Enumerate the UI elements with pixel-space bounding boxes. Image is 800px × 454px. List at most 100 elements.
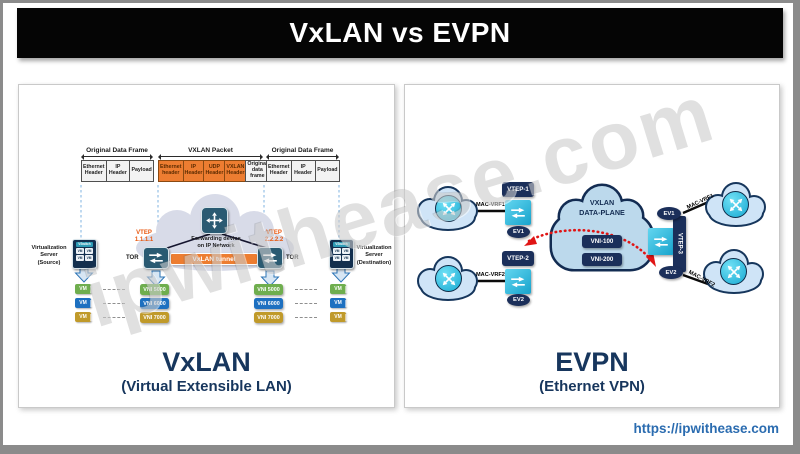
- vm-cell: VM: [85, 248, 93, 254]
- vxlan-title: VxLAN: [162, 347, 251, 377]
- vtep3-switch-icon: [648, 228, 674, 255]
- site-router-top-left-icon: [435, 195, 462, 222]
- span-arrow: [266, 153, 339, 160]
- tor-right-label: TOR: [286, 255, 299, 261]
- dash-connector: [295, 317, 317, 318]
- packet-field: IP Header: [290, 160, 316, 182]
- dash-connector: [103, 289, 125, 290]
- vm-tag: VM: [330, 312, 349, 322]
- vni-box: VNI 6000: [254, 298, 283, 309]
- switch-arrows-icon: [508, 274, 528, 290]
- tor-switch-right-icon: [257, 247, 283, 269]
- vni-box: VNI 5000: [140, 284, 169, 295]
- ev2-oval-left: EV2: [507, 294, 530, 306]
- packet-field: Ethernet Header: [266, 160, 292, 182]
- packet-field: Ethernet Header: [81, 160, 107, 182]
- packet-field: Payload: [314, 160, 340, 182]
- site-router-bottom-left-icon: [435, 265, 462, 292]
- server-source-label: Virtualization Server (Source): [31, 245, 67, 266]
- vm-tag: VM: [330, 298, 349, 308]
- span-arrow: [158, 153, 263, 160]
- vswitch-label: VSwitch: [333, 242, 350, 247]
- server-destination-label: Virtualization Server (Destination): [356, 245, 392, 266]
- vni-100-box: VNI-100: [582, 235, 622, 248]
- site-url-link[interactable]: https://ipwithease.com: [633, 421, 779, 436]
- vni-box: VNI 7000: [254, 312, 283, 323]
- tor-left-label: TOR: [126, 255, 139, 261]
- dash-connector: [103, 317, 125, 318]
- diagonal-arrows-icon: [726, 195, 746, 215]
- vtep1-box: VTEP-1: [502, 182, 534, 197]
- vm-cell: VM: [342, 255, 350, 261]
- diagonal-arrows-icon: [724, 262, 744, 282]
- vm-tag: VM: [75, 284, 94, 294]
- ev1-oval-right: EV1: [657, 207, 681, 220]
- evpn-subtitle: (Ethernet VPN): [539, 378, 645, 395]
- virtualization-server-source-icon: VSwitch VM VM VM VM: [72, 239, 97, 269]
- original-frame-group-left: Original Data Frame Ethernet Header IP H…: [81, 147, 154, 182]
- group-label: Original Data Frame: [271, 147, 334, 154]
- ev2-oval-right: EV2: [659, 266, 683, 279]
- vxlan-panel: Original Data Frame Ethernet Header IP H…: [18, 84, 395, 408]
- evpn-panel: VTEP-1 EV1 MAC-VRF1 VTEP-2 EV2 MAC-VRF2 …: [404, 84, 780, 408]
- vtep3-bar: VTEP-3: [673, 216, 686, 272]
- forwarding-device-label: Forwarding device on IP Network: [191, 236, 241, 249]
- vswitch-label: VSwitch: [76, 242, 93, 247]
- vtep1-switch-icon: [505, 200, 531, 225]
- packet-field: UDP Header: [203, 160, 226, 182]
- span-arrow: [81, 153, 153, 160]
- diagonal-arrows-icon: [439, 269, 459, 289]
- vtep-right-label: VTEP 2.2.2.2: [264, 230, 284, 244]
- tor-switch-left-icon: [143, 247, 169, 269]
- four-way-arrows-icon: [205, 211, 224, 230]
- vtep3-label: VTEP-3: [676, 233, 683, 255]
- vm-cell: VM: [333, 248, 341, 254]
- vni-box: VNI 7000: [140, 312, 169, 323]
- evpn-route-exchange-arrow: [524, 228, 656, 267]
- switch-arrows-icon: [508, 205, 528, 221]
- vxlan-subtitle: (Virtual Extensible LAN): [121, 378, 292, 395]
- vni-box: VNI 6000: [140, 298, 169, 309]
- title-bar: VxLAN vs EVPN: [17, 8, 783, 58]
- packet-field: Payload: [129, 160, 154, 182]
- vtep-left-label: VTEP 1.1.1.1: [134, 230, 154, 244]
- diagonal-arrows-icon: [439, 199, 459, 219]
- group-label: VXLAN Packet: [188, 147, 233, 154]
- dash-connector: [103, 303, 125, 304]
- mac-vrf-links: [465, 195, 721, 290]
- vtep2-box: VTEP-2: [502, 251, 534, 266]
- vm-tag: VM: [75, 298, 94, 308]
- packet-field: IP Header: [182, 160, 205, 182]
- mapping-dashed-lines: [80, 185, 340, 247]
- vm-cell: VM: [76, 255, 84, 261]
- switch-arrows-icon: [260, 250, 280, 266]
- mac-vrf2-label-left: MAC-VRF2: [476, 272, 505, 278]
- vxlan-tunnel-bar: VxLAN tunnel: [170, 253, 258, 265]
- vxlan-dataplane-label: VXLAN DATA-PLANE: [579, 198, 625, 217]
- vm-cell: VM: [333, 255, 341, 261]
- vni-200-box: VNI-200: [582, 253, 622, 266]
- switch-arrows-icon: [651, 234, 671, 250]
- packet-field: VXLAN Header: [224, 160, 247, 182]
- site-router-top-right-icon: [722, 191, 749, 218]
- vm-grid: VM VM VM VM: [333, 248, 350, 261]
- vm-grid: VM VM VM VM: [76, 248, 93, 261]
- ev1-oval-left: EV1: [507, 226, 530, 238]
- page-title: VxLAN vs EVPN: [289, 17, 511, 48]
- vni-box: VNI 5000: [254, 284, 283, 295]
- dash-connector: [295, 289, 317, 290]
- vxlan-packet-group: VXLAN Packet Ethernet header IP Header U…: [158, 147, 270, 182]
- dash-connector: [295, 303, 317, 304]
- switch-arrows-icon: [146, 250, 166, 266]
- vm-cell: VM: [76, 248, 84, 254]
- evpn-title: EVPN: [555, 347, 629, 377]
- original-frame-group-right: Original Data Frame Ethernet Header IP H…: [266, 147, 340, 182]
- group-label: Original Data Frame: [86, 147, 148, 154]
- site-router-bottom-right-icon: [720, 258, 747, 285]
- forwarding-router-icon: [201, 207, 228, 234]
- packet-field: IP Header: [105, 160, 131, 182]
- vm-cell: VM: [85, 255, 93, 261]
- mac-vrf1-label-left: MAC-VRF1: [476, 202, 505, 208]
- vtep2-switch-icon: [505, 269, 531, 294]
